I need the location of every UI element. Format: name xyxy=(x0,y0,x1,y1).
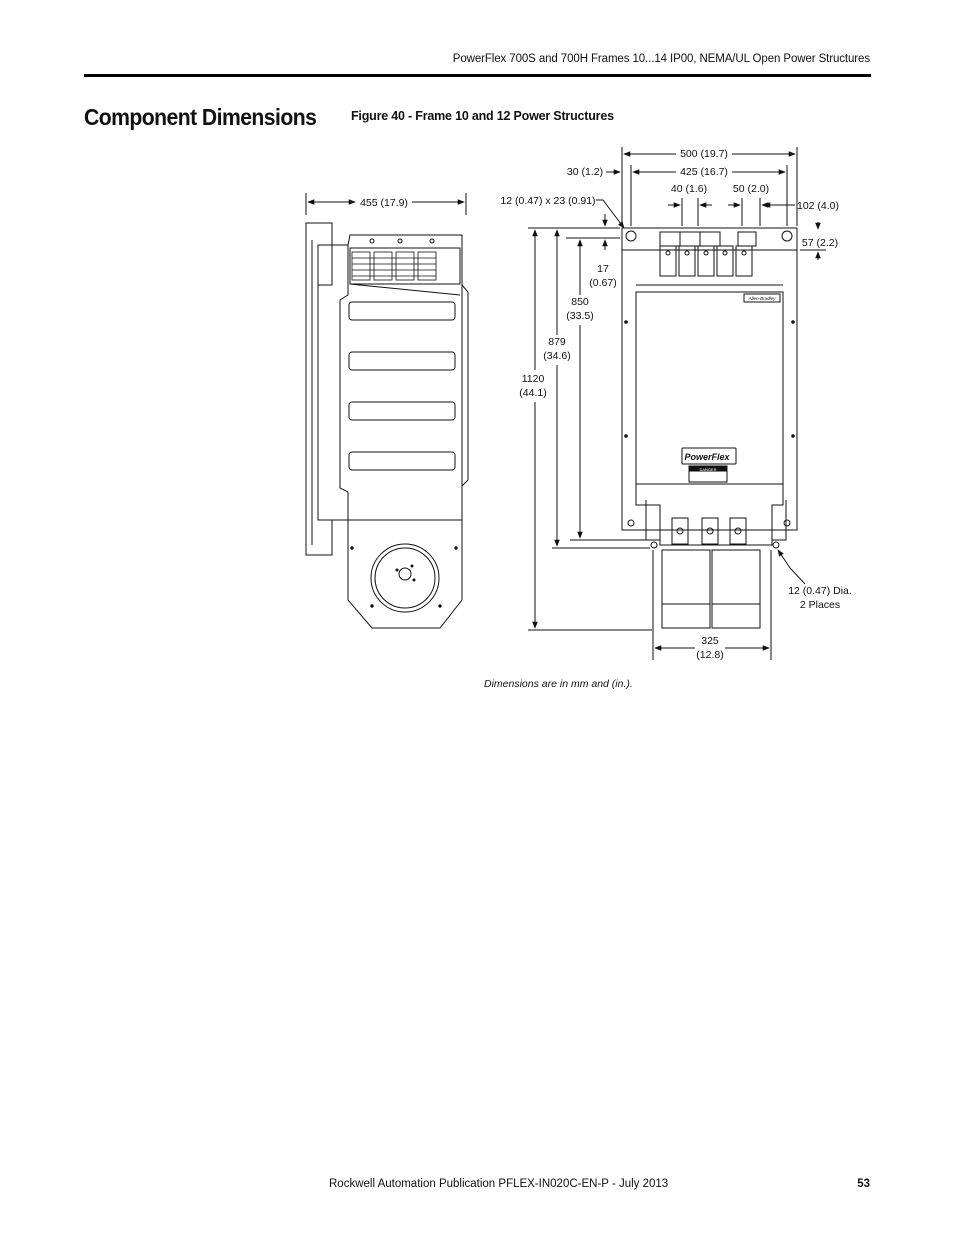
dim-1120-in: (44.1) xyxy=(519,387,546,399)
dim-850-in: (33.5) xyxy=(566,310,593,322)
dim-mount-width: 425 (16.7) xyxy=(680,166,728,178)
dim-slot-size: 12 (0.47) x 23 (0.91) xyxy=(500,195,595,207)
brand-logo: PowerFlex xyxy=(684,452,730,462)
dim-top-offset: 57 (2.2) xyxy=(802,237,838,249)
section-title: Component Dimensions xyxy=(84,104,317,130)
front-dimensions xyxy=(528,147,826,660)
warning-label: DANGER xyxy=(699,467,716,472)
dim-overall-width: 500 (19.7) xyxy=(680,148,728,160)
dim-side-width: 455 (17.9) xyxy=(360,197,408,209)
header-rule xyxy=(84,74,871,77)
dim-bottom-mm: 325 xyxy=(701,635,719,647)
dim-850-mm: 850 xyxy=(571,296,589,308)
figure-caption: Figure 40 - Frame 10 and 12 Power Struct… xyxy=(351,109,614,123)
dim-edge-offset: 30 (1.2) xyxy=(567,166,603,178)
dim-bottom-in: (12.8) xyxy=(696,649,723,661)
page-number: 53 xyxy=(857,1178,870,1190)
maker-label: Allen-Bradley xyxy=(748,296,777,301)
dim-terminal-40: 40 (1.6) xyxy=(671,183,707,195)
dim-right-offset: 102 (4.0) xyxy=(797,200,839,212)
dimension-drawing: 455 (17.9) xyxy=(305,147,852,661)
dim-1120-mm: 1120 xyxy=(522,373,545,385)
dim-879-mm: 879 xyxy=(548,336,566,348)
figure-note: Dimensions are in mm and (in.). xyxy=(484,678,633,690)
dim-terminal-50: 50 (2.0) xyxy=(733,183,769,195)
front-view xyxy=(621,227,798,629)
dim-hole-dia: 12 (0.47) Dia. xyxy=(788,585,852,597)
dim-17-mm: 17 xyxy=(597,263,609,275)
dim-879-in: (34.6) xyxy=(543,350,570,362)
side-view xyxy=(305,193,469,629)
dim-hole-count: 2 Places xyxy=(800,599,840,611)
dim-17-in: (0.67) xyxy=(589,277,616,289)
running-header: PowerFlex 700S and 700H Frames 10...14 I… xyxy=(452,53,870,65)
vent-grille xyxy=(351,251,437,281)
footer-publication: Rockwell Automation Publication PFLEX-IN… xyxy=(329,1178,669,1190)
